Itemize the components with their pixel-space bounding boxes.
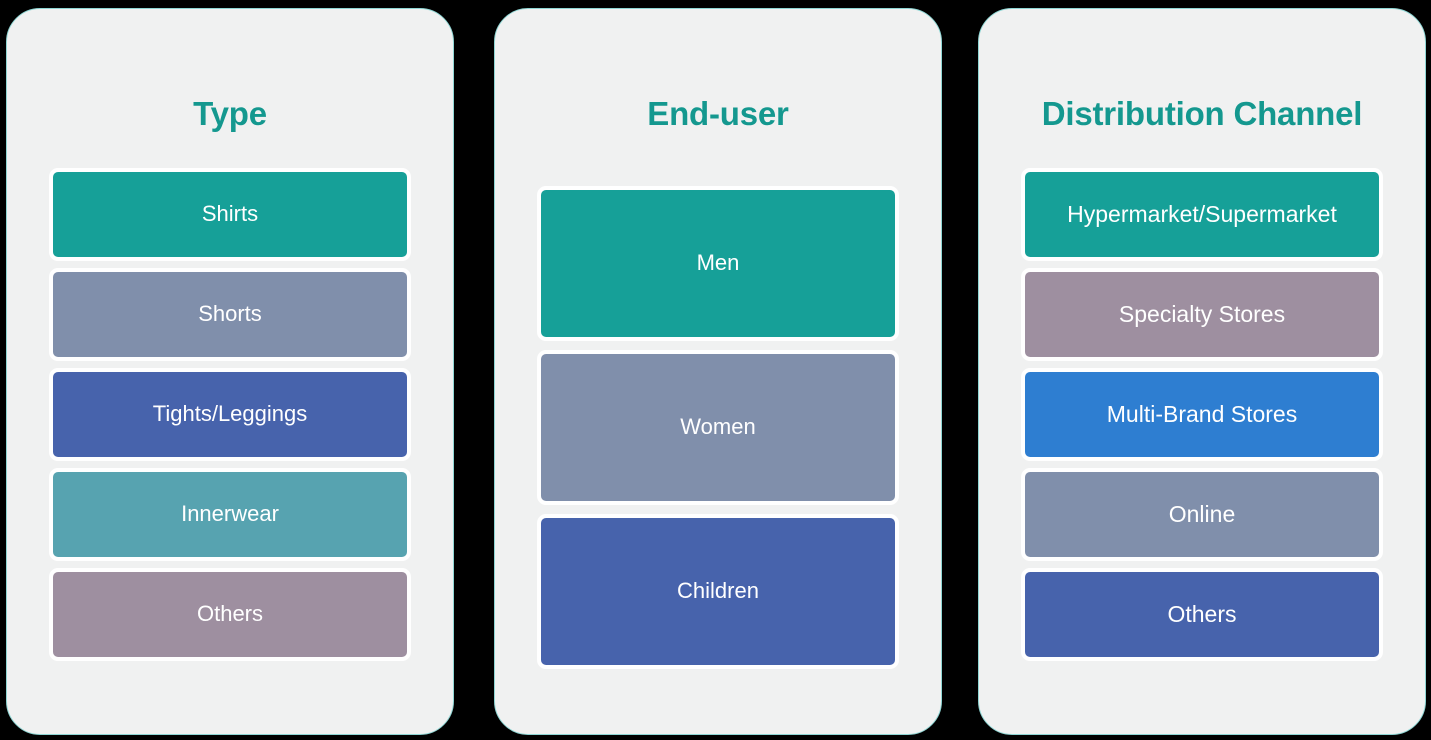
segment-bar-shorts[interactable]: Shorts: [49, 268, 411, 361]
card-title-distribution-channel: Distribution Channel: [1041, 95, 1363, 132]
segment-bar-specialty-stores[interactable]: Specialty Stores: [1021, 268, 1383, 361]
segment-bar-women[interactable]: Women: [537, 350, 899, 505]
segment-bar-others-type[interactable]: Others: [49, 568, 411, 661]
segment-bar-hypermarket-supermarket[interactable]: Hypermarket/Supermarket: [1021, 168, 1383, 261]
segment-bar-list-end-user: Men Women Children: [495, 186, 941, 678]
segment-bar-online[interactable]: Online: [1021, 468, 1383, 561]
segment-card-type: Type Shirts Shorts Tights/Leggings Inner…: [6, 8, 454, 735]
segment-bar-list-type: Shirts Shorts Tights/Leggings Innerwear …: [7, 168, 453, 668]
card-title-type: Type: [193, 95, 267, 132]
segment-bar-others-channel[interactable]: Others: [1021, 568, 1383, 661]
segment-bar-shirts[interactable]: Shirts: [49, 168, 411, 261]
segment-bar-innerwear[interactable]: Innerwear: [49, 468, 411, 561]
card-title-end-user: End-user: [647, 95, 789, 132]
segment-bar-multi-brand-stores[interactable]: Multi-Brand Stores: [1021, 368, 1383, 461]
segment-bar-children[interactable]: Children: [537, 514, 899, 669]
segment-bar-list-distribution-channel: Hypermarket/Supermarket Specialty Stores…: [979, 168, 1425, 668]
segment-card-end-user: End-user Men Women Children: [494, 8, 942, 735]
segment-bar-men[interactable]: Men: [537, 186, 899, 341]
segment-bar-tights-leggings[interactable]: Tights/Leggings: [49, 368, 411, 461]
segment-card-distribution-channel: Distribution Channel Hypermarket/Superma…: [978, 8, 1426, 735]
